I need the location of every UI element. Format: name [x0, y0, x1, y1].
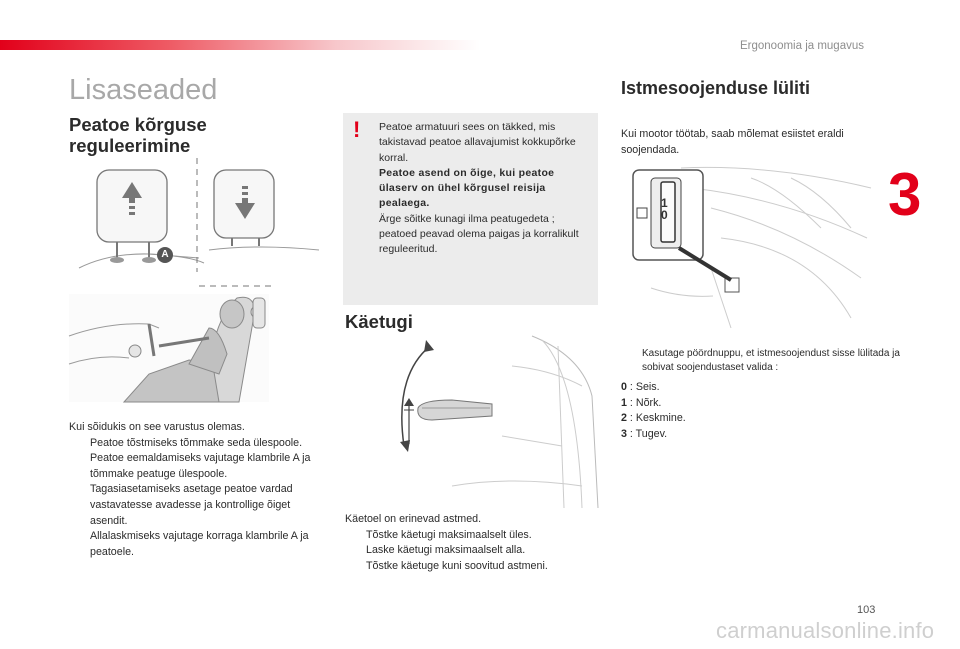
headrest-instructions: Kui sõidukis on see varustus olemas. Pea…	[69, 420, 329, 560]
warning-line-2: Ärge sõitke kunagi ilma peatugedeta ; pe…	[379, 212, 579, 256]
armrest-heading: Käetugi	[345, 311, 413, 332]
warning-bold: Peatoe asend on õige, kui peatoe ülaserv…	[379, 166, 555, 210]
list-item: Peatoe eemaldamiseks vajutage klambrile …	[90, 452, 311, 480]
level-row: 0 : Seis.	[621, 381, 660, 393]
level-row: 2 : Keskmine.	[621, 412, 686, 425]
chapter-number: 3	[888, 161, 922, 228]
seat-heating-heading: Istmesoojenduse lüliti	[621, 78, 811, 98]
dial-label-0: 0	[661, 208, 668, 222]
level-row: 3 : Tugev.	[621, 427, 668, 440]
page-title: Lisaseaded	[69, 74, 218, 106]
header-accent-bar	[0, 40, 480, 50]
list-item: Peatoe tõstmiseks tõmmake seda ülespoole…	[90, 436, 303, 449]
list-item: Tõstke käetugi maksimaalselt üles.	[366, 528, 532, 541]
list-item: Tõstke käetuge kuni soovitud astmeni.	[366, 559, 548, 572]
seat-heating-bullet: Kasutage pöördnuppu, et istmesoojendust …	[621, 347, 901, 375]
heating-levels: 0 : Seis. 1 : Nõrk. 2 : Keskmine. 3 : Tu…	[621, 380, 821, 442]
clip-label-a: A	[157, 247, 173, 263]
warning-text: Peatoe armatuuri sees on täkked, mis tak…	[379, 120, 591, 258]
seat-heating-switch-illustration	[632, 166, 872, 329]
exclamation-icon: !	[353, 117, 361, 142]
armrest-illustration	[400, 335, 599, 509]
warning-box	[343, 113, 598, 305]
list-item: Allalaskmiseks vajutage korraga klambril…	[90, 530, 309, 558]
seat-heating-intro: Kui mootor töötab, saab mõlemat esiistet…	[621, 128, 844, 156]
dial-label-1: 1	[661, 196, 668, 210]
headrest-adjustment-illustration	[78, 158, 320, 287]
armrest-intro: Käetoel on erinevad astmed.	[345, 513, 482, 525]
armrest-bullet-list: Tõstke käetugi maksimaalselt üles. Laske…	[345, 528, 605, 575]
armrest-instructions: Käetoel on erinevad astmed. Tõstke käetu…	[345, 512, 605, 574]
list-item: Laske käetugi maksimaalselt alla.	[366, 544, 526, 557]
list-item: Kasutage pöördnuppu, et istmesoojendust …	[642, 348, 900, 373]
headrest-bullet-list: Peatoe tõstmiseks tõmmake seda ülespoole…	[69, 436, 329, 561]
page-number: 103	[857, 604, 876, 616]
watermark: carmanualsonline.info	[716, 618, 935, 643]
level-row: 1 : Nõrk.	[621, 396, 662, 409]
headrest-heading: Peatoe kõrguse reguleerimine	[69, 114, 207, 156]
section-title: Ergonoomia ja mugavus	[739, 40, 864, 52]
driver-seat-illustration	[68, 294, 269, 403]
headrest-intro: Kui sõidukis on see varustus olemas.	[69, 421, 245, 433]
list-item: Tagasiasetamiseks asetage peatoe vardad …	[90, 483, 293, 527]
warning-line-1: Peatoe armatuuri sees on täkked, mis tak…	[379, 121, 576, 164]
